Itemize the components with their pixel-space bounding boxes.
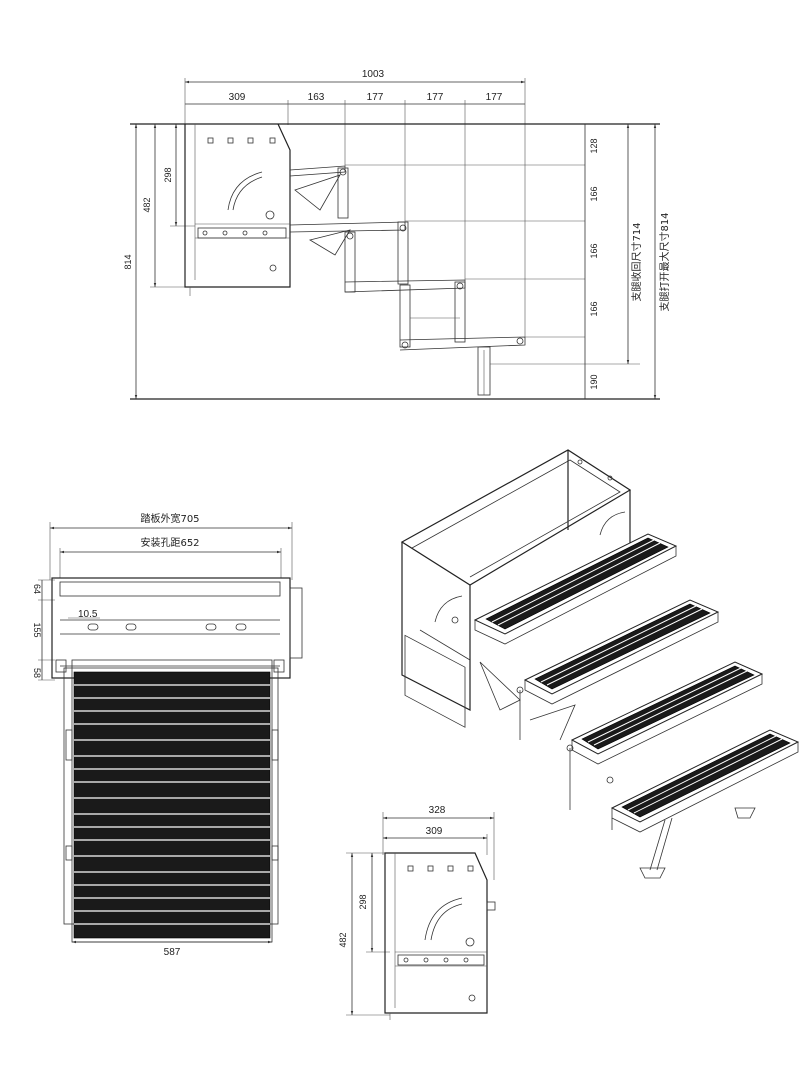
dim-left-middle: 155 (32, 622, 42, 637)
side-view: 1003 309 163 177 177 177 814 482 298 (123, 69, 671, 400)
bracket-view: 328 309 482 298 (338, 805, 496, 1020)
bracket-body (384, 852, 496, 1020)
dim-leg: 190 (589, 374, 599, 389)
dim-tread-outer-width: 踏板外宽705 (140, 512, 199, 525)
iso-steps (473, 533, 800, 833)
dim-mount-hole-spacing: 安装孔距652 (140, 536, 199, 549)
note-folded-size: 支腿收回尺寸714 (630, 222, 643, 301)
iso-linkage (479, 661, 756, 879)
dim-step-1: 163 (308, 92, 325, 103)
dim-bracket-height: 482 (142, 197, 152, 212)
side-left-dimensions: 814 482 298 (123, 124, 195, 399)
dim-step-3: 177 (427, 92, 444, 103)
dim-bracket-width: 309 (229, 92, 246, 103)
dim-left-top: 64 (32, 584, 42, 594)
dim-total-width: 1003 (362, 69, 385, 80)
front-frame (51, 577, 303, 679)
dim-rise-3: 166 (589, 301, 599, 316)
dim-plate-height: 298 (163, 167, 173, 182)
note-open-size: 支腿打开最大尺寸814 (658, 212, 671, 311)
dim-bracket-plate-height: 298 (358, 894, 368, 909)
front-view: 踏板外宽705 安装孔距652 64 155 58 10.5 587 (32, 512, 303, 958)
dim-rise-top: 128 (589, 138, 599, 153)
front-treads (63, 659, 279, 943)
dim-bracket-total-height: 482 (338, 932, 348, 947)
iso-frame (400, 449, 632, 728)
dim-left-bottom: 58 (32, 668, 42, 678)
bracket-dimensions: 328 309 482 298 (338, 805, 495, 1016)
side-bracket (184, 123, 291, 296)
dim-total-height: 814 (123, 254, 133, 269)
dim-bracket-outer-width: 328 (429, 805, 446, 816)
side-grid (344, 124, 640, 365)
side-right-dimensions: 128 166 166 166 190 支腿收回尺寸714 支腿打开最大尺寸81… (584, 124, 671, 399)
dim-step-2: 177 (367, 92, 384, 103)
dim-rise-1: 166 (589, 186, 599, 201)
side-linkage (289, 165, 526, 396)
dim-bracket-inner-width: 309 (426, 826, 443, 837)
dim-offset-small: 10.5 (78, 609, 98, 620)
dim-step-4: 177 (486, 92, 503, 103)
dim-tread-width: 587 (164, 947, 181, 958)
side-top-dimensions: 1003 309 163 177 177 177 (184, 69, 526, 125)
dim-rise-2: 166 (589, 243, 599, 258)
isometric-view (400, 449, 800, 879)
